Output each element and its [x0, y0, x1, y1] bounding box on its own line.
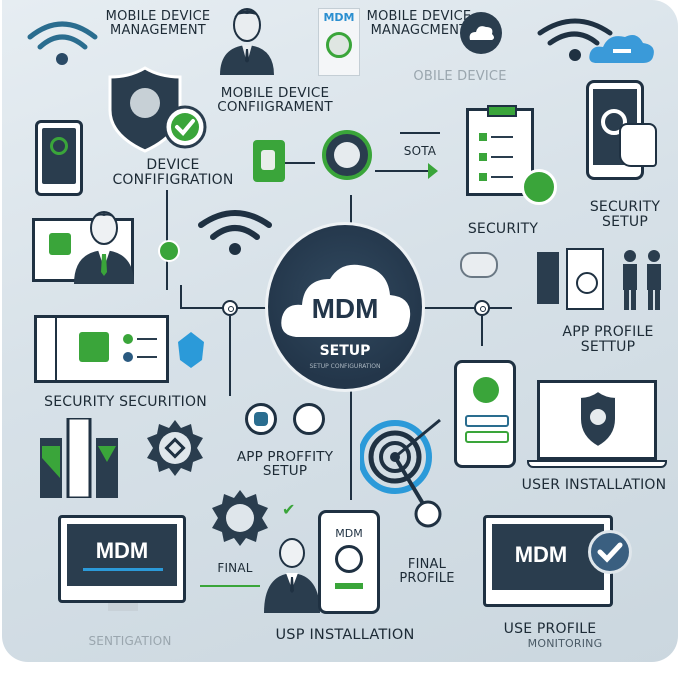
- blue-shield-icon: [176, 330, 206, 370]
- touch-phone-icon: [586, 80, 657, 180]
- shield-check-icon: [100, 65, 210, 155]
- label-security-securition: SECURITY SECURITION: [44, 394, 207, 410]
- label-final-profile: FINAL PROFILE: [399, 557, 455, 586]
- sota-decor: [400, 122, 440, 134]
- clipboard-checklist-icon: [466, 105, 557, 205]
- monitor-mdm-icon: MDM: [58, 515, 186, 603]
- label-device-configuration: DEVICE CONFIFIGRATION: [112, 157, 234, 188]
- connector-node: [222, 300, 238, 316]
- app-icon-blue: [245, 403, 277, 435]
- small-check-icon: ✔: [282, 500, 296, 519]
- label-security-setup: SECURITY SETUP: [589, 199, 661, 230]
- label-final: FINAL: [217, 561, 253, 575]
- connector-line: [481, 316, 483, 346]
- connector-line: [350, 390, 352, 500]
- device-block-icon: [537, 252, 559, 304]
- monitor-stand: [108, 603, 138, 611]
- monitor-check-icon: MDM: [483, 515, 613, 607]
- wifi-icon-center: [195, 205, 275, 255]
- label-mobile-device-management: MOBILE DEVICE MANAGEMENT: [105, 9, 211, 38]
- smartphone-icon: [35, 120, 83, 196]
- device-tag-icon: [253, 140, 285, 182]
- people-icon: [618, 248, 668, 310]
- hub-subtitle: SETUP: [319, 343, 371, 359]
- mdm-app-icon: MDM: [318, 8, 360, 76]
- connector-line: [375, 170, 430, 172]
- connector-node: [474, 300, 490, 316]
- label-use-profile: USE PROFILE: [503, 621, 597, 637]
- double-arrow: [200, 585, 260, 587]
- label-sota: SOTA: [403, 144, 437, 158]
- label-app-proffity-setup: APP PROFFITY SETUP: [236, 449, 334, 480]
- label-app-profile-setup: APP PROFILE SETTUP: [562, 324, 654, 355]
- check-badge-icon: [588, 530, 632, 574]
- cloud-mdm-icon: [281, 264, 411, 337]
- label-security: SECURITY: [467, 221, 539, 237]
- monitor-mdm-label: MDM: [95, 538, 149, 563]
- phone-mdm-icon: MDM: [318, 510, 380, 614]
- label-user-installation: USER INSTALLATION: [521, 477, 667, 493]
- phone-mdm-label: MDM: [335, 527, 363, 540]
- app-icon-tool: [293, 403, 325, 435]
- hub-title: MDM: [311, 293, 379, 324]
- label-sentigation: SENTIGATION: [88, 634, 172, 648]
- connector-node-green: [158, 240, 180, 262]
- gear-icon: [145, 418, 205, 478]
- label-usp-installation: USP INSTALLATION: [275, 627, 415, 643]
- user-icon: [214, 5, 280, 75]
- wifi-cloud-icon: [535, 15, 665, 70]
- label-faint-mobile-device: OBILE DEVICE: [413, 69, 507, 84]
- hub-caption: SETUP CONFIGURATION: [309, 363, 381, 370]
- mdm-hub: MDM SETUP SETUP CONFIGURATION: [265, 222, 425, 392]
- bar-blocks-icon: [38, 418, 123, 498]
- target-check-icon: [322, 130, 372, 180]
- profile-card-icon: [566, 248, 604, 310]
- cloud-icon: [460, 12, 502, 54]
- phone-check-icon: [454, 360, 516, 468]
- label-monitoring: MONITORING: [527, 637, 603, 650]
- connector-line: [420, 307, 512, 309]
- label-mobile-device-management-2: MOBILE DEVICE MANAGCMENT: [366, 9, 472, 38]
- person-icon: [262, 535, 322, 615]
- connector-line: [350, 195, 352, 225]
- laptop-shield-icon: [537, 380, 657, 460]
- laptop-base: [527, 460, 667, 468]
- gear-icon: [210, 488, 270, 548]
- connector-line: [180, 285, 182, 307]
- target-arrow-icon: [360, 412, 450, 532]
- cloud-lock-icon: [460, 252, 498, 278]
- laptop-mdm-label: MDM: [514, 542, 568, 567]
- arrow-right-icon: [428, 163, 438, 179]
- connector-line: [285, 162, 315, 164]
- label-mobile-device-configuration: MOBILE DEVICE CONFIIGRAMENT: [217, 85, 333, 116]
- connector-line: [229, 316, 231, 396]
- wifi-icon: [25, 15, 100, 65]
- security-card-icon: [34, 315, 169, 383]
- user-icon: [68, 206, 140, 284]
- mdm-badge-label: MDM: [323, 11, 355, 24]
